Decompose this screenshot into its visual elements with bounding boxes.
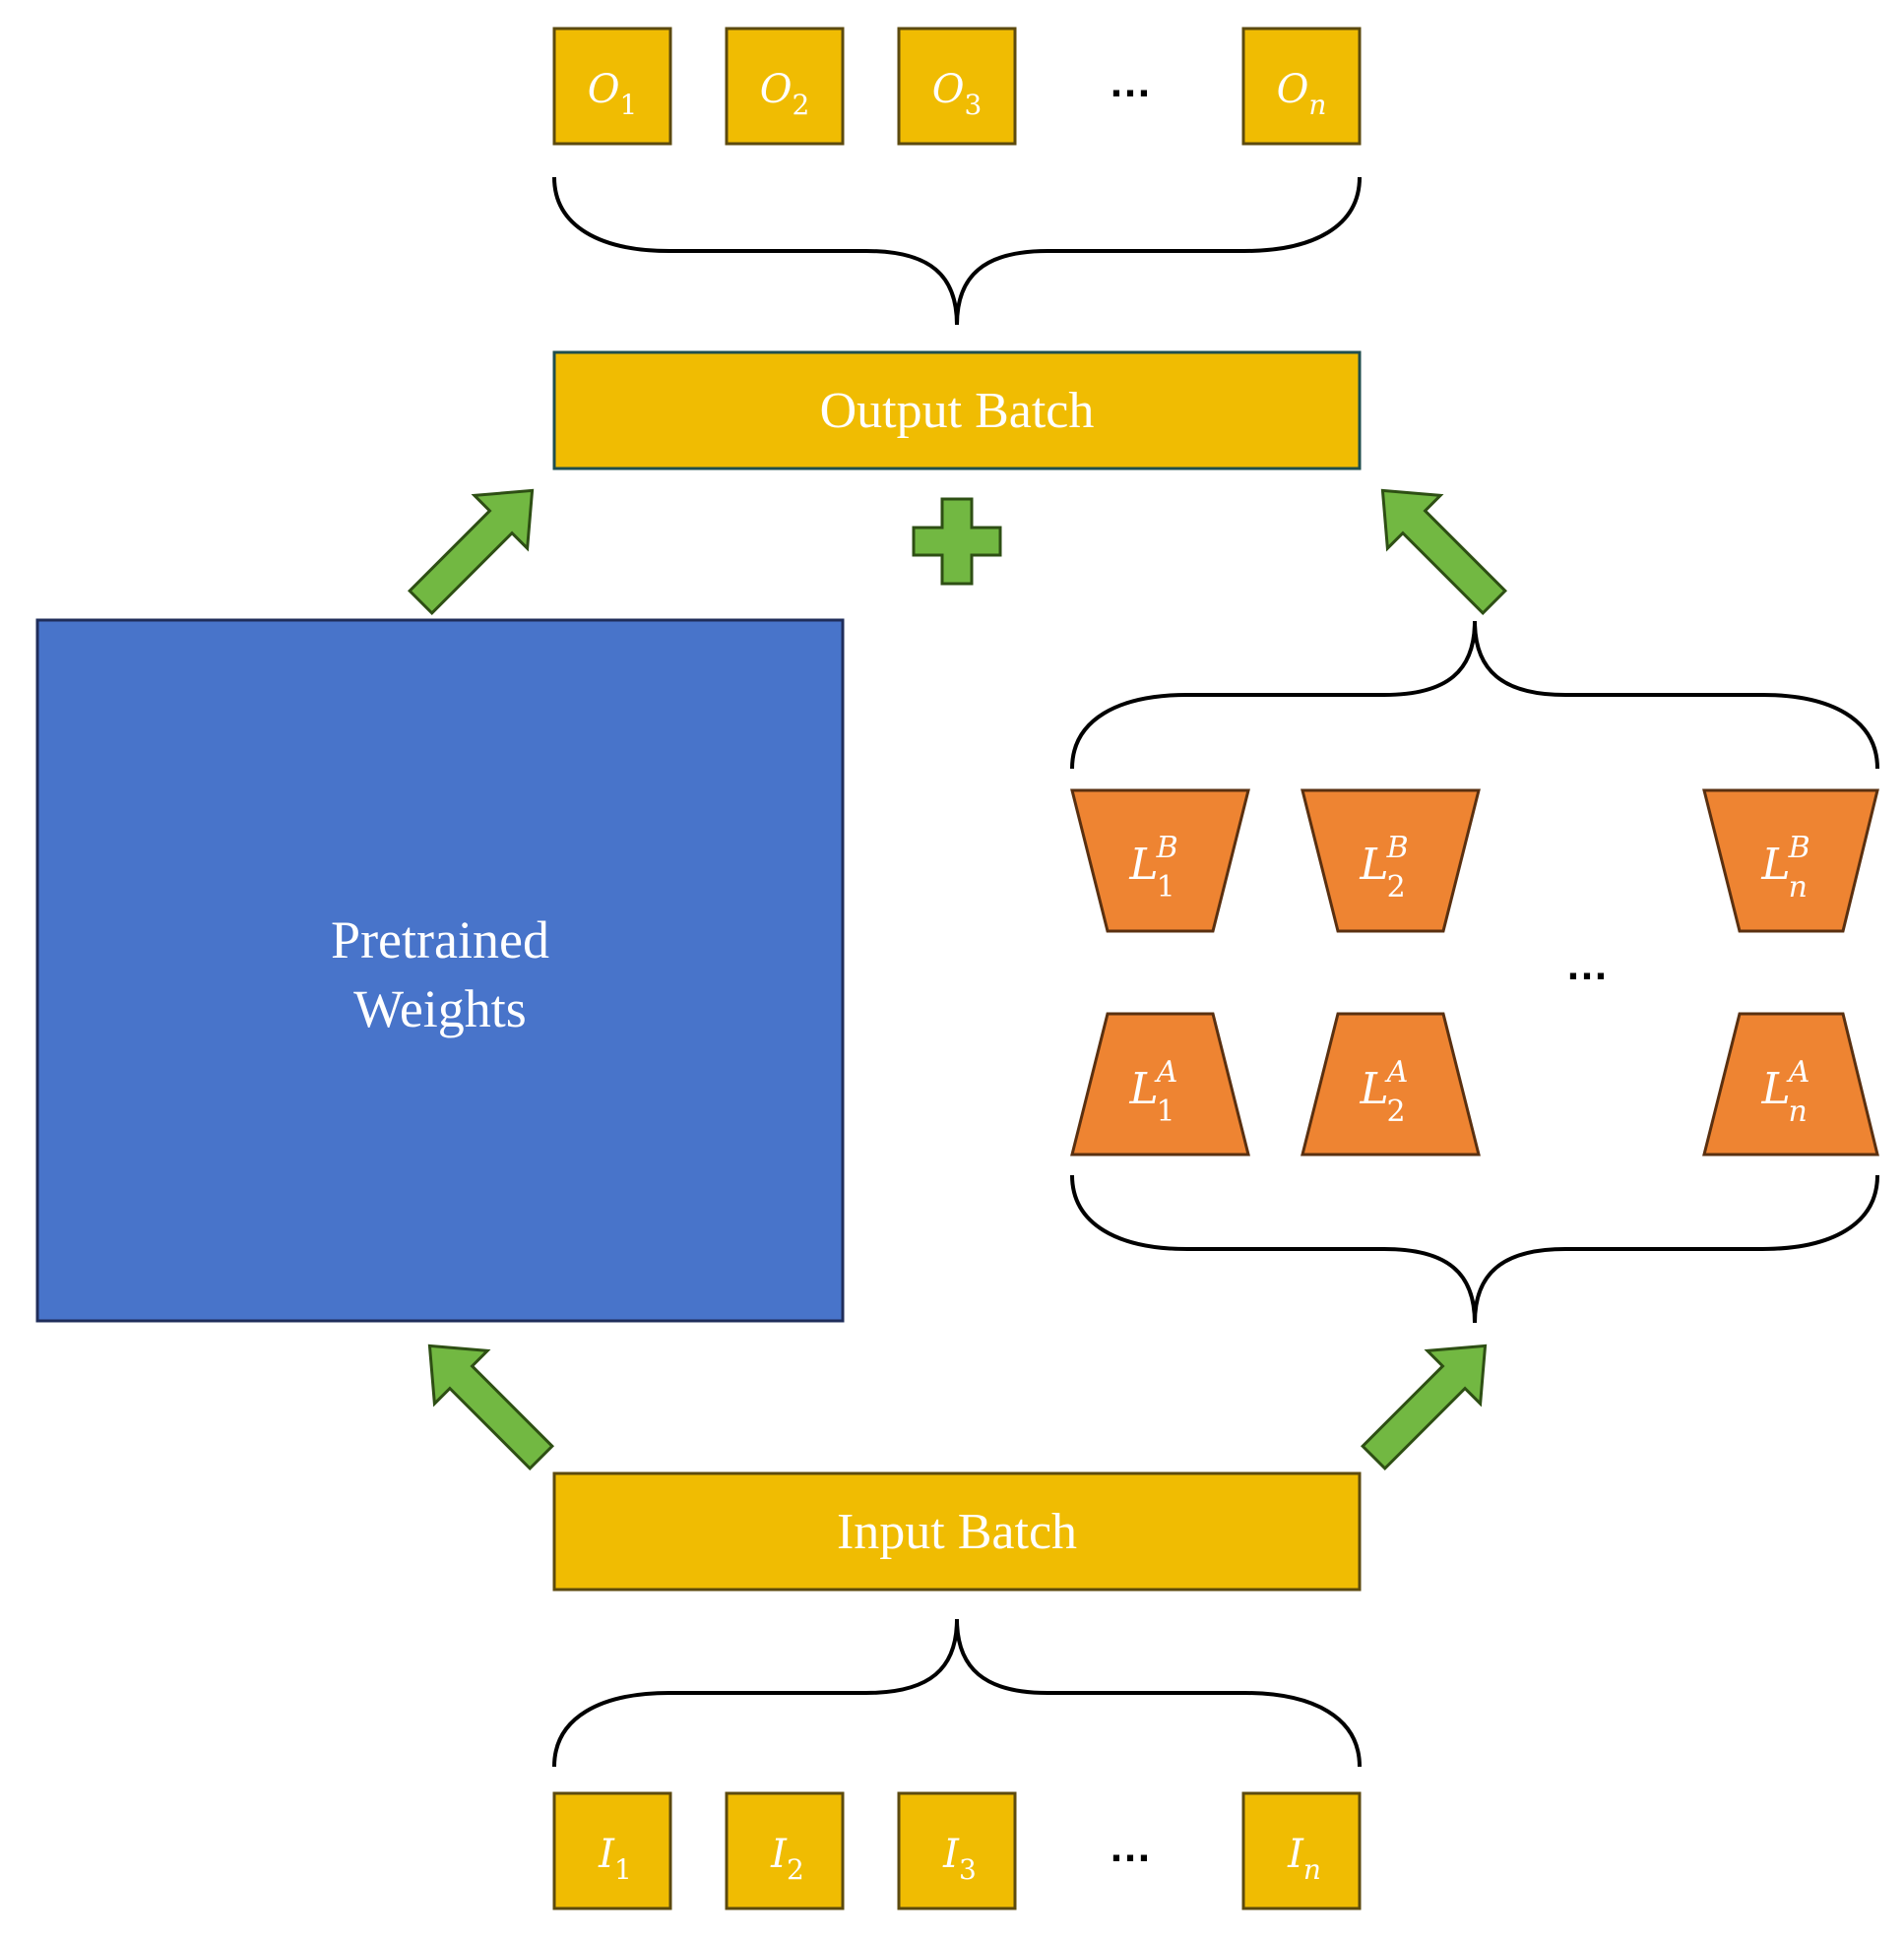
svg-text:LA1: LA1 bbox=[1129, 1055, 1178, 1129]
output-brace bbox=[552, 176, 1362, 326]
svg-text:I2: I2 bbox=[770, 1832, 804, 1886]
svg-text:I3: I3 bbox=[942, 1832, 977, 1886]
lora-ellipsis: … bbox=[1565, 941, 1609, 989]
lora-bottom-brace bbox=[1070, 1174, 1879, 1324]
output-ellipsis: … bbox=[1109, 58, 1152, 106]
arrow-icon bbox=[1380, 488, 1508, 616]
arrow-pretrained-to-output bbox=[407, 488, 535, 616]
input-item-3: I3 bbox=[897, 1791, 1017, 1910]
svg-text:On: On bbox=[1277, 67, 1327, 121]
svg-text:O2: O2 bbox=[760, 67, 810, 121]
arrow-icon bbox=[407, 488, 535, 616]
svg-text:O1: O1 bbox=[588, 67, 638, 121]
arrow-input-to-pretrained bbox=[427, 1344, 555, 1471]
input-items-row: I1 I2 I3 … In bbox=[552, 1791, 1362, 1910]
lora-top-brace bbox=[1070, 620, 1879, 770]
output-batch-label: Output Batch bbox=[820, 383, 1095, 439]
svg-text:LB2: LB2 bbox=[1359, 831, 1408, 905]
svg-text:O3: O3 bbox=[932, 67, 983, 121]
output-item-n: On bbox=[1241, 27, 1362, 146]
svg-text:LAn: LAn bbox=[1761, 1055, 1810, 1129]
input-item-n: In bbox=[1241, 1791, 1362, 1910]
arrow-icon bbox=[1360, 1344, 1488, 1471]
input-batch-box: Input Batch bbox=[552, 1471, 1362, 1592]
svg-text:In: In bbox=[1287, 1832, 1321, 1886]
input-item-2: I2 bbox=[725, 1791, 845, 1910]
pretrained-label-line2: Weights bbox=[353, 979, 527, 1038]
arrow-lora-to-output bbox=[1380, 488, 1508, 616]
input-item-1: I1 bbox=[552, 1791, 672, 1910]
svg-text:I1: I1 bbox=[598, 1832, 632, 1886]
output-item-2: O2 bbox=[725, 27, 845, 146]
output-item-3: O3 bbox=[897, 27, 1017, 146]
output-batch-box: Output Batch bbox=[552, 350, 1362, 470]
pretrained-weights-block: Pretrained Weights bbox=[35, 618, 845, 1323]
svg-text:LB1: LB1 bbox=[1128, 831, 1177, 905]
input-brace bbox=[552, 1618, 1362, 1768]
arrow-icon bbox=[427, 1344, 555, 1471]
plus-icon bbox=[912, 497, 1002, 586]
arrow-input-to-lora bbox=[1360, 1344, 1488, 1471]
output-item-1: O1 bbox=[552, 27, 672, 146]
input-ellipsis: … bbox=[1109, 1823, 1152, 1871]
svg-text:LBn: LBn bbox=[1760, 831, 1809, 905]
svg-text:LA2: LA2 bbox=[1360, 1055, 1409, 1129]
input-batch-label: Input Batch bbox=[837, 1504, 1077, 1560]
output-items-row: O1 O2 O3 … On bbox=[552, 27, 1362, 146]
pretrained-label-line1: Pretrained bbox=[331, 910, 549, 969]
